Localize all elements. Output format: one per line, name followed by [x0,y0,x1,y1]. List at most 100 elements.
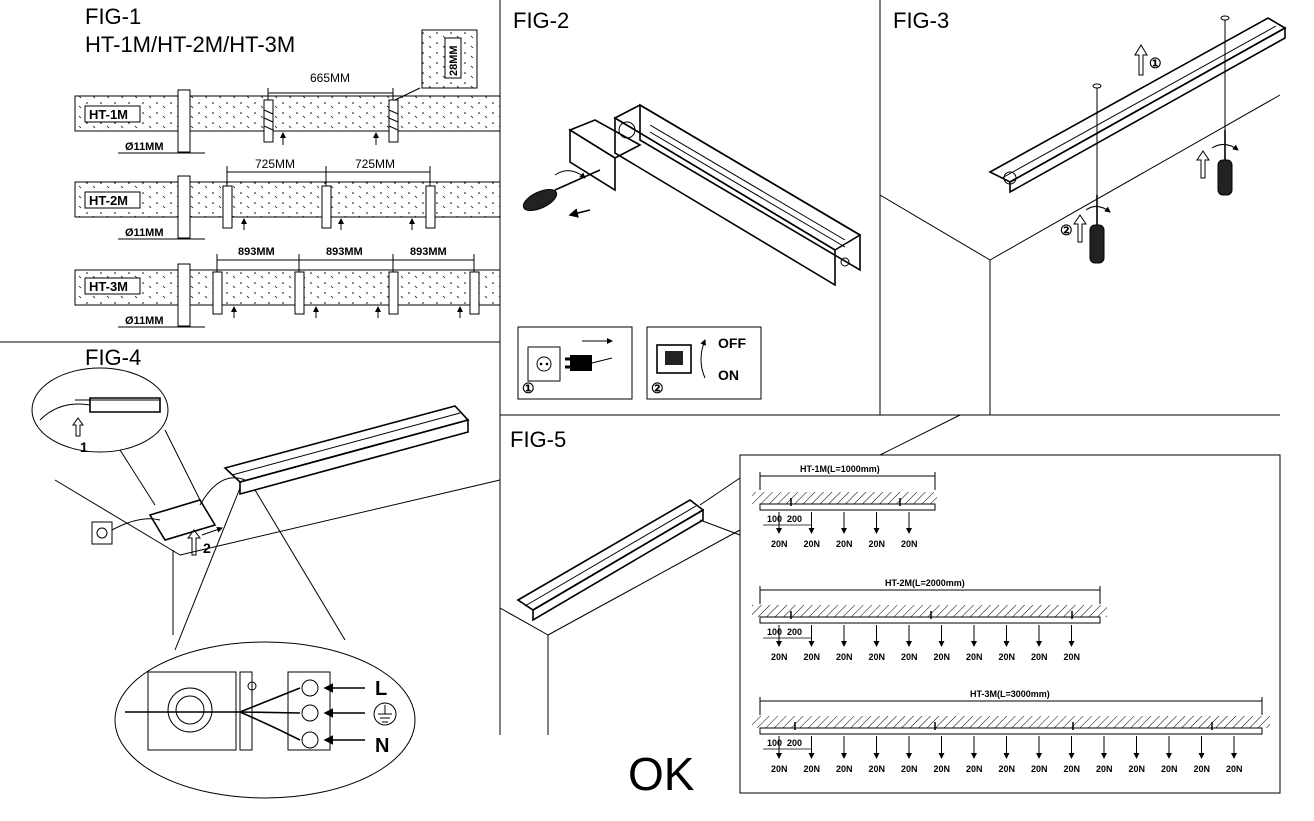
fig4-terminal-detail: L N [114,641,416,799]
fig1-row3-label: HT-3M [89,279,128,294]
force-label: 20N [869,539,886,549]
fig1-dim-893-a: 893MM [238,246,275,258]
fig4-panel: FIG-4 1 2 [31,345,501,799]
fig5-ht3-label: HT-3M(L=3000mm) [970,689,1050,699]
anchor [263,99,274,143]
force-label: 20N [1031,764,1048,774]
fig1-subtitle: HT-1M/HT-2M/HT-3M [85,32,295,57]
anchor [469,271,480,315]
force-label: 20N [804,652,821,662]
fig3-screwdriver-right-icon [1196,130,1239,196]
force-label: 20N [804,764,821,774]
dim-200: 200 [787,738,802,748]
dim-200: 200 [787,627,802,637]
force-label: 20N [771,652,788,662]
fig4-title: FIG-4 [85,345,141,370]
fig5-ht2-label: HT-2M(L=2000mm) [885,578,965,588]
anchor [294,271,305,315]
fig1-row1-label: HT-1M [89,107,128,122]
dim-100: 100 [767,627,782,637]
force-label: 20N [999,652,1016,662]
anchor [388,99,399,143]
anchor [425,185,436,229]
fig3-screwdriver-left-icon: ② [1060,195,1111,264]
fig2-on: ON [718,367,739,383]
ok-label: OK [628,748,695,800]
dim-200: 200 [787,514,802,524]
force-label: 20N [901,764,918,774]
fig4-neutral: N [375,735,389,757]
fig2-screwdriver-icon [522,169,601,218]
anchor [388,271,399,315]
fig5-track [516,499,705,622]
fig1-row1-drill: Ø11MM [125,141,164,153]
force-label: 20N [999,764,1016,774]
fig2-end-cap [568,119,642,192]
force-label: 20N [804,539,821,549]
force-label: 20N [1064,764,1081,774]
fig1-row2: HT-2M 725MM 725MM Ø11MM [74,157,501,240]
fig2-off: OFF [718,335,746,351]
fig3-step2: ② [1060,222,1073,238]
fig1-dim-725-b: 725MM [355,157,395,171]
anchor [212,271,223,315]
fig4-track [223,405,470,496]
force-label: 20N [1161,764,1178,774]
force-label: 20N [966,764,983,774]
fig1-panel: FIG-1 HT-1M/HT-2M/HT-3M 28MM HT-1M 665MM… [74,4,501,328]
fig2-panel: FIG-2 [513,8,862,400]
force-label: 20N [966,652,983,662]
fig1-dim-893-c: 893MM [410,246,447,258]
fig5-panel: FIG-5 HT-1M(L=1000mm) 20N 20N 20N 20N 20N 100… [499,414,1281,794]
force-label: 20N [771,764,788,774]
fig5-ht2-forces: 20N 20N 20N 20N 20N 20N 20N 20N 20N 20N 100 200 [763,611,1080,662]
fig3-title: FIG-3 [893,8,949,33]
force-label: 20N [1194,764,1211,774]
fig5-ht1-forces: 20N 20N 20N 20N 20N 100 200 [763,498,918,549]
fig1-row3: HT-3M 893MM 893MM 893MM Ø11MM [74,246,501,328]
force-label: 20N [836,652,853,662]
fig1-title: FIG-1 [85,4,141,29]
fig2-track [613,103,862,287]
fig1-row3-drill: Ø11MM [125,315,164,327]
dim-100: 100 [767,514,782,524]
force-label: 20N [934,652,951,662]
fig4-step1: 1 [80,439,88,455]
fig5-ht3-forces: 20N 20N 20N 20N 20N 20N 20N 20N 20N 20N 20N 20N 20N 2… [763,722,1243,774]
fig1-dim-665: 665MM [310,71,350,85]
fig1-detail-28: 28MM [448,45,460,76]
force-label: 20N [1031,652,1048,662]
fig5-ht1-label: HT-1M(L=1000mm) [800,464,880,474]
ground-icon [373,702,397,726]
force-label: 20N [1064,652,1081,662]
force-label: 20N [771,539,788,549]
fig4-step2: 2 [203,540,211,556]
fig3-panel: FIG-3 ① ② [879,8,1287,415]
fig2-switch-box: OFF ON ② [646,326,762,400]
fig4-live: L [375,678,387,700]
force-label: 20N [1129,764,1146,774]
fig2-title: FIG-2 [513,8,569,33]
force-label: 20N [901,539,918,549]
fig1-row2-drill: Ø11MM [125,227,164,239]
force-label: 20N [836,764,853,774]
force-label: 20N [869,652,886,662]
fig1-row1: HT-1M 665MM Ø11MM [74,71,501,154]
force-label: 20N [1096,764,1113,774]
fig2-unplug-box: ① [517,326,633,400]
fig1-dim-893-b: 893MM [326,246,363,258]
force-label: 20N [869,764,886,774]
force-label: 20N [836,539,853,549]
fig3-step1: ① [1149,55,1162,71]
fig1-row2-label: HT-2M [89,193,128,208]
fig2-step2: ② [651,380,664,396]
fig5-title: FIG-5 [510,427,566,452]
force-label: 20N [901,652,918,662]
fig2-step1: ① [522,380,535,396]
fig1-dim-725-a: 725MM [255,157,295,171]
dim-100: 100 [767,738,782,748]
anchor [222,185,233,229]
